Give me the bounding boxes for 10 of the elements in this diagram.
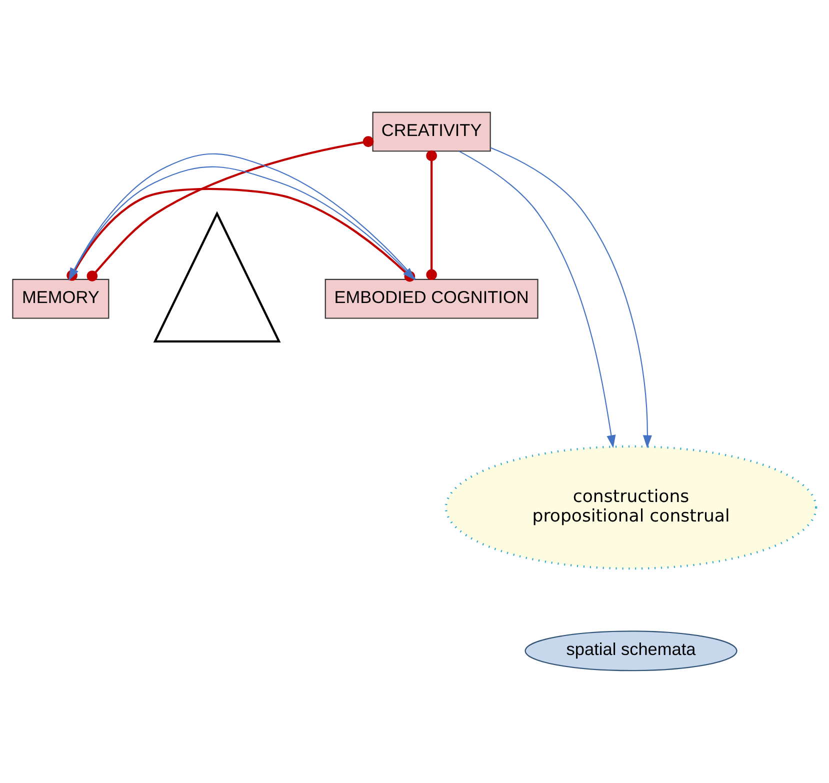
arrow bbox=[458, 150, 616, 448]
arrow bbox=[490, 147, 652, 448]
node-box: EMBODIED COGNITION bbox=[324, 278, 538, 319]
connector bbox=[86, 136, 374, 282]
node-ellipse: spatial schemata bbox=[524, 630, 738, 672]
connector bbox=[426, 150, 437, 280]
node-ellipse: constructions propositional construal bbox=[444, 445, 818, 570]
node-triangle bbox=[153, 211, 281, 342]
node-box: CREATIVITY bbox=[372, 112, 491, 152]
node-box: MEMORY bbox=[12, 278, 110, 319]
